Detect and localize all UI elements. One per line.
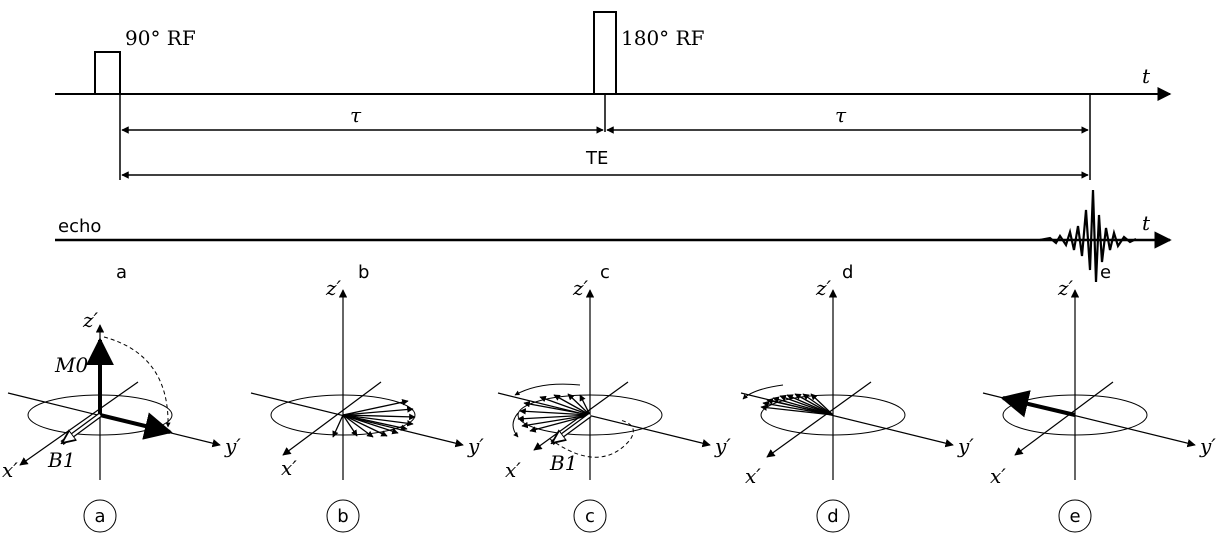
stage-label-b: b: [358, 262, 369, 283]
x-axis-label: x′: [2, 458, 18, 482]
tau-label-1: τ: [350, 103, 362, 127]
dephasing-spins: [332, 399, 416, 438]
z-axis-label: z′: [572, 276, 589, 300]
y-axis-label: y′: [467, 434, 484, 458]
x-axis-label: x′: [505, 458, 521, 482]
y-axis-label: y′: [957, 434, 974, 458]
rf180-pulse: [593, 11, 617, 94]
z-axis-label: z′: [325, 276, 342, 300]
flipped-vector: [99, 412, 173, 440]
x-axis-label: x′: [745, 464, 761, 488]
circled-letter: e: [1069, 506, 1080, 527]
x-axis: [282, 381, 382, 456]
rf-timeline: [55, 11, 1172, 180]
b1-vector-inner: [62, 413, 101, 443]
tau-label-2: τ: [835, 103, 847, 127]
x-axis: [19, 381, 139, 466]
circled-letter: c: [585, 506, 595, 527]
z-axis-label: z′: [82, 308, 99, 332]
panel-e: z′ y′ x′: [982, 276, 1216, 488]
te-label: TE: [585, 148, 608, 169]
panel-d: z′ y′ x′: [740, 276, 974, 488]
y-axis-label: y′: [224, 434, 241, 458]
flip-path-dashed: [549, 419, 634, 458]
flip-arc: [103, 336, 171, 428]
m0-label: M0: [54, 353, 88, 377]
b1-label: B1: [549, 451, 577, 475]
x-axis-label: x′: [281, 456, 297, 480]
t-label-top: t: [1142, 64, 1151, 88]
z-axis-label: z′: [815, 276, 832, 300]
stage-label-d: d: [842, 262, 853, 283]
circled-label-d: d: [816, 499, 850, 533]
x-axis: [766, 381, 872, 458]
rephasing-spins: [760, 393, 834, 416]
x-axis: [1014, 381, 1114, 456]
rf180-label: 180° RF: [621, 26, 705, 50]
echo-timeline: [55, 189, 1172, 283]
echo-label: echo: [58, 216, 101, 237]
rotation-arc-left: [512, 412, 519, 438]
circled-letter: a: [94, 506, 105, 527]
refocused-vector: [1000, 390, 1076, 418]
panel-b: z′ y′ x′: [250, 276, 484, 480]
rf90-label: 90° RF: [125, 26, 196, 50]
y-axis-label: y′: [714, 434, 731, 458]
stage-label-a: a: [116, 262, 127, 283]
circled-label-a: a: [83, 499, 117, 533]
panel-a: z′ M0 y′ x′ B1: [2, 308, 241, 482]
echo-signal: [1039, 189, 1137, 283]
inverted-spins: [517, 393, 591, 433]
stage-label-c: c: [600, 262, 610, 283]
circled-label-b: b: [326, 499, 360, 533]
x-axis-label: x′: [990, 464, 1006, 488]
y-axis-label: y′: [1199, 434, 1216, 458]
z-axis-label: z′: [1057, 276, 1074, 300]
rotation-arc-upper: [514, 383, 581, 396]
b1-label: B1: [47, 448, 75, 472]
circled-letter: b: [337, 506, 348, 527]
t-label-bottom: t: [1142, 211, 1151, 235]
b1-vector-inner: [552, 413, 591, 443]
y-axis: [497, 392, 711, 448]
circled-label-c: c: [573, 499, 607, 533]
circled-letter: d: [827, 506, 838, 527]
panel-c: z′ y′ x′ B1: [497, 276, 731, 482]
rotation-arc: [742, 384, 784, 400]
stage-label-e: e: [1100, 262, 1111, 283]
rf90-pulse: [94, 51, 121, 94]
circled-label-e: e: [1058, 499, 1092, 533]
